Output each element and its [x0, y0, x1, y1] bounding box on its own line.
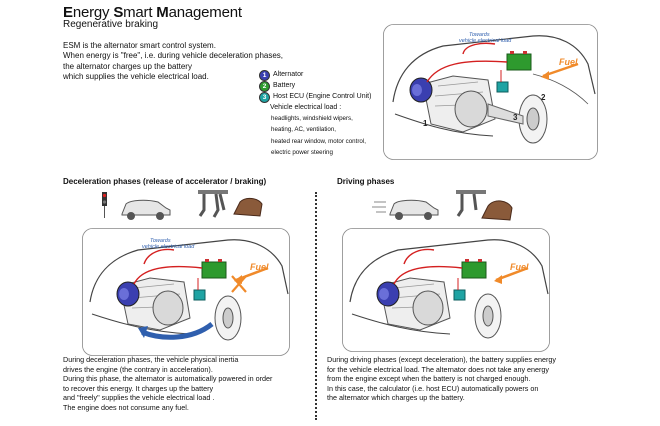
shoe-icon [481, 200, 513, 221]
pedals-icon [198, 190, 228, 218]
title-rest-e: nergy [72, 4, 114, 21]
para-line: for the vehicle electrical load. The alt… [327, 364, 550, 374]
para-line: drives the engine (the contrary in accel… [63, 364, 213, 374]
driving-title: Driving phases [337, 177, 395, 186]
pedals-icon [456, 190, 486, 217]
callout-1: 1 [423, 119, 428, 128]
intro-text: ESM is the alternator smart control syst… [63, 41, 313, 83]
car-icon [121, 199, 171, 220]
deceleration-icons [102, 190, 263, 220]
shoe-icon [233, 197, 263, 217]
title-cap-e: E [63, 4, 73, 21]
intro-line: When energy is "free", i.e. during vehic… [63, 51, 284, 61]
badge-1: 1 [259, 70, 270, 81]
towards-label: Towards [150, 238, 171, 244]
para-line: In this case, the calculator (i.e. host … [327, 383, 539, 393]
legend-item-ecu: 3 Host ECU (Engine Control Unit) [259, 92, 371, 103]
page-subtitle: Regenerative braking [63, 19, 159, 30]
driving-text: During driving phases (except decelerati… [327, 355, 607, 403]
load-line: heating, AC, ventilation, [271, 126, 337, 134]
legend: 1 Alternator 2 Battery 3 Host ECU (Engin… [259, 70, 371, 103]
title-cap-s: S [113, 4, 124, 21]
speed-lines-icon [372, 201, 386, 213]
legend-label: Battery [273, 82, 296, 90]
loads-heading: Vehicle electrical load : [270, 104, 342, 111]
section-divider [315, 192, 317, 420]
fuel-cut-cross-icon [231, 275, 247, 293]
page-title: Energy Smart Management [63, 4, 242, 21]
intro-line: the alternator charges up the battery [63, 61, 192, 71]
para-line: the alternator which charges up the batt… [327, 393, 465, 403]
legend-label: Alternator [273, 71, 304, 79]
engine-diagram-main: Fuel Towards vehicle electrical load 1 2… [383, 24, 598, 160]
car-icon [389, 199, 439, 220]
deceleration-title: Deceleration phases (release of accelera… [63, 177, 267, 186]
fuel-label: Fuel [250, 262, 269, 272]
load-line: heated rear window, motor control, [271, 137, 366, 145]
driving-icons [372, 190, 513, 221]
traffic-light-icon [102, 192, 107, 218]
para-line: During deceleration phases, the vehicle … [63, 355, 239, 364]
callout-3: 3 [513, 113, 518, 122]
legend-item-alternator: 1 Alternator [259, 70, 371, 81]
deceleration-text: During deceleration phases, the vehicle … [63, 355, 313, 413]
callout-2: 2 [541, 93, 546, 102]
para-line: During this phase, the alternator is aut… [63, 374, 273, 384]
towards-load-label: vehicle electrical load [142, 244, 195, 250]
legend-item-battery: 2 Battery [259, 81, 371, 92]
title-cap-m: M [156, 4, 169, 21]
para-line: The engine does not consume any fuel. [63, 402, 189, 412]
badge-2: 2 [259, 81, 270, 92]
para-line: from the engine except when the battery … [327, 374, 531, 384]
inertia-arrow-icon [141, 321, 214, 340]
intro-line: ESM is the alternator smart control syst… [63, 41, 216, 50]
para-line: During driving phases (except decelerati… [327, 355, 556, 364]
para-line: and "freely" supplies the vehicle electr… [63, 393, 215, 403]
load-line: electric power steering [271, 148, 333, 156]
fuel-label: Fuel [510, 262, 529, 272]
intro-line: which supplies the vehicle electrical lo… [63, 72, 209, 82]
towards-load-label: vehicle electrical load [459, 38, 512, 44]
badge-3: 3 [259, 92, 270, 103]
towards-label: Towards [469, 32, 490, 38]
electrical-load-list: Vehicle electrical load : headlights, wi… [270, 102, 386, 158]
engine-diagram-driving: Fuel [342, 228, 550, 352]
fuel-label: Fuel [559, 57, 578, 67]
legend-label: Host ECU (Engine Control Unit) [273, 93, 372, 101]
title-rest-s: mart [123, 4, 157, 21]
para-line: to recover this energy. It charges up th… [63, 383, 214, 393]
engine-diagram-deceleration: Fuel Towards vehicle electrical load [82, 228, 290, 356]
title-rest-m: anagement [168, 4, 242, 21]
load-line: headlights, windshield wipers, [271, 115, 353, 123]
